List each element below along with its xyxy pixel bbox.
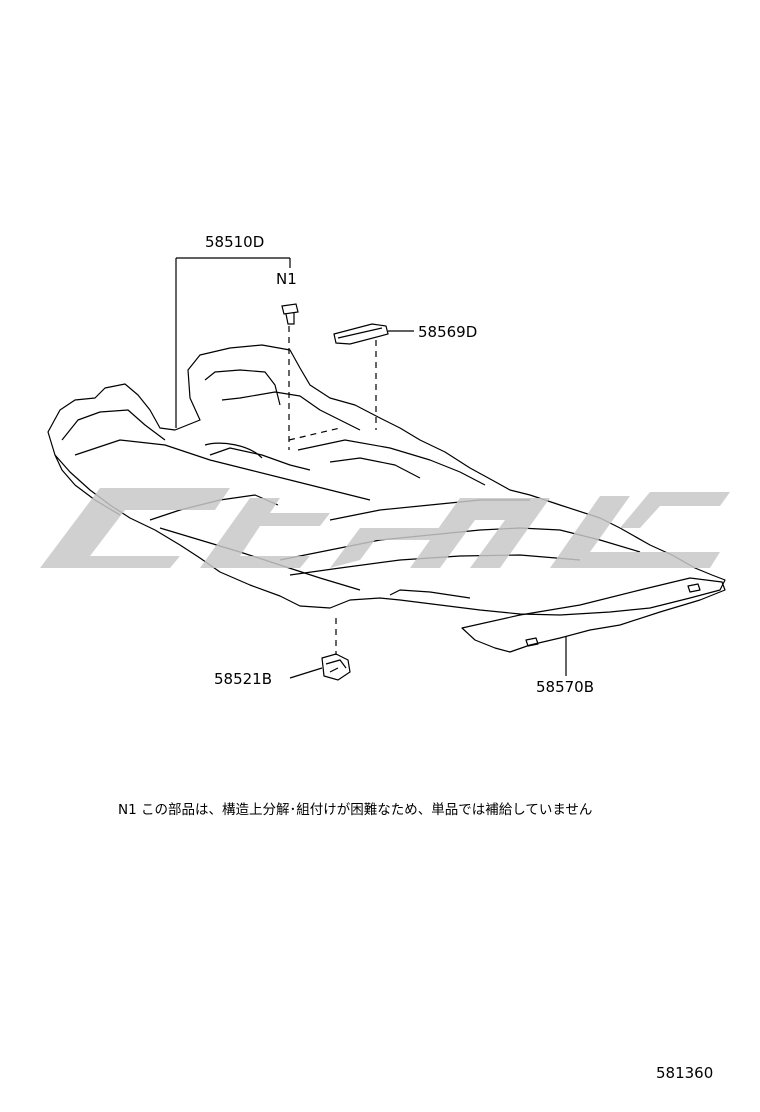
callout-58569d: 58569D: [418, 323, 477, 341]
watermark-logo: [40, 488, 730, 568]
footnote-n1: N1 この部品は、構造上分解･組付けが困難なため、単品では補給していません: [118, 802, 593, 818]
callout-n1: N1: [276, 270, 297, 288]
dashed-assembly-lines: [288, 326, 377, 655]
callout-58510d: 58510D: [205, 233, 264, 251]
screw-n1-illustration: [281, 303, 299, 325]
callout-58570b: 58570B: [536, 678, 594, 696]
figure-number: 581360: [656, 1064, 714, 1082]
rear-floor-mat-illustration: [461, 577, 726, 653]
callout-58521b: 58521B: [214, 670, 272, 688]
clip-illustration: [321, 653, 351, 681]
leader-lines: [175, 257, 567, 679]
floor-pad-illustration: [333, 323, 389, 345]
